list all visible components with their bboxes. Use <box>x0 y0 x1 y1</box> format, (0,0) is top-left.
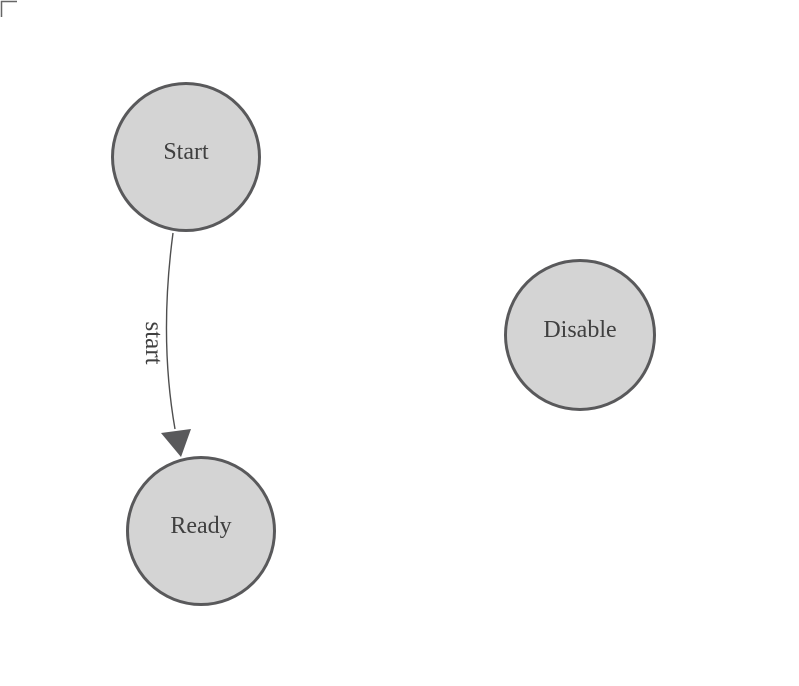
node-ready-label: Ready <box>170 512 232 539</box>
edge-label-start[interactable]: start <box>140 321 167 365</box>
edge-path[interactable] <box>165 232 176 430</box>
canvas-corner-mark <box>0 0 17 17</box>
edge-arrowhead-icon <box>161 429 191 457</box>
node-disable[interactable]: Disable <box>504 259 656 411</box>
node-start[interactable]: Start <box>111 82 261 232</box>
node-start-label: Start <box>163 138 209 165</box>
node-disable-label: Disable <box>543 316 617 343</box>
edge-start-to-ready[interactable] <box>161 232 191 457</box>
node-ready[interactable]: Ready <box>126 456 276 606</box>
